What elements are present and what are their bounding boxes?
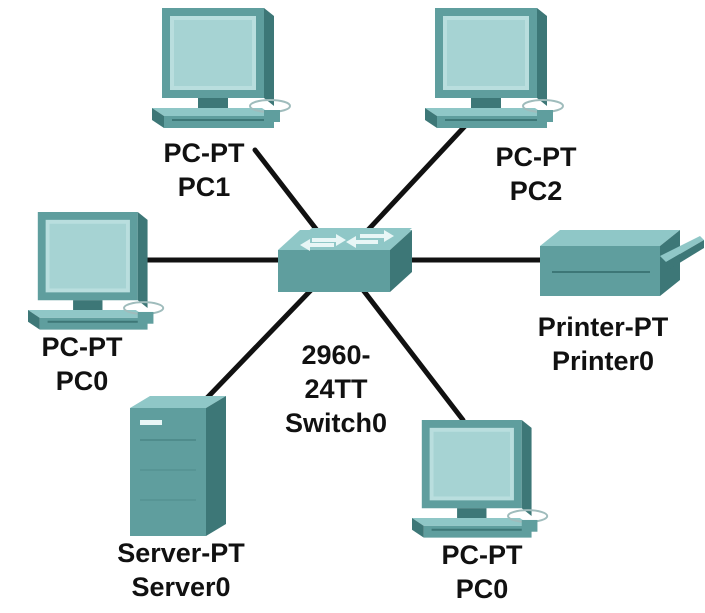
- device-label-switch0: 2960- 24TT Switch0: [278, 338, 394, 440]
- device-name: Switch0: [284, 408, 388, 438]
- printer-icon[interactable]: [540, 230, 704, 296]
- device-name: Server0: [131, 572, 231, 602]
- device-model: PC-PT: [441, 540, 523, 570]
- device-model: Server-PT: [117, 538, 245, 568]
- device-label-pc0-bottom: PC-PT PC0: [414, 538, 550, 606]
- device-name: PC2: [509, 176, 563, 206]
- device-label-server0: Server-PT Server0: [96, 536, 266, 604]
- server-icon[interactable]: [130, 396, 226, 536]
- device-model: PC-PT: [41, 332, 123, 362]
- pc-icon[interactable]: [151, 7, 291, 129]
- device-name: PC0: [455, 574, 509, 604]
- device-label-pc2: PC-PT PC2: [468, 140, 604, 208]
- device-model: PC-PT: [163, 138, 245, 168]
- device-name: PC1: [177, 172, 231, 202]
- device-name: Printer0: [551, 346, 655, 376]
- device-name: PC0: [55, 366, 109, 396]
- pc-icon[interactable]: [27, 211, 165, 331]
- device-label-pc0-left: PC-PT PC0: [14, 330, 150, 398]
- device-label-printer0: Printer-PT Printer0: [518, 310, 688, 378]
- device-model: 2960-: [301, 340, 371, 370]
- device-model: 24TT: [304, 374, 368, 404]
- pc-icon[interactable]: [424, 7, 564, 129]
- device-model: PC-PT: [495, 142, 577, 172]
- device-label-pc1: PC-PT PC1: [136, 136, 272, 204]
- pc-icon[interactable]: [411, 419, 549, 539]
- device-model: Printer-PT: [537, 312, 669, 342]
- switch-icon[interactable]: [278, 228, 412, 292]
